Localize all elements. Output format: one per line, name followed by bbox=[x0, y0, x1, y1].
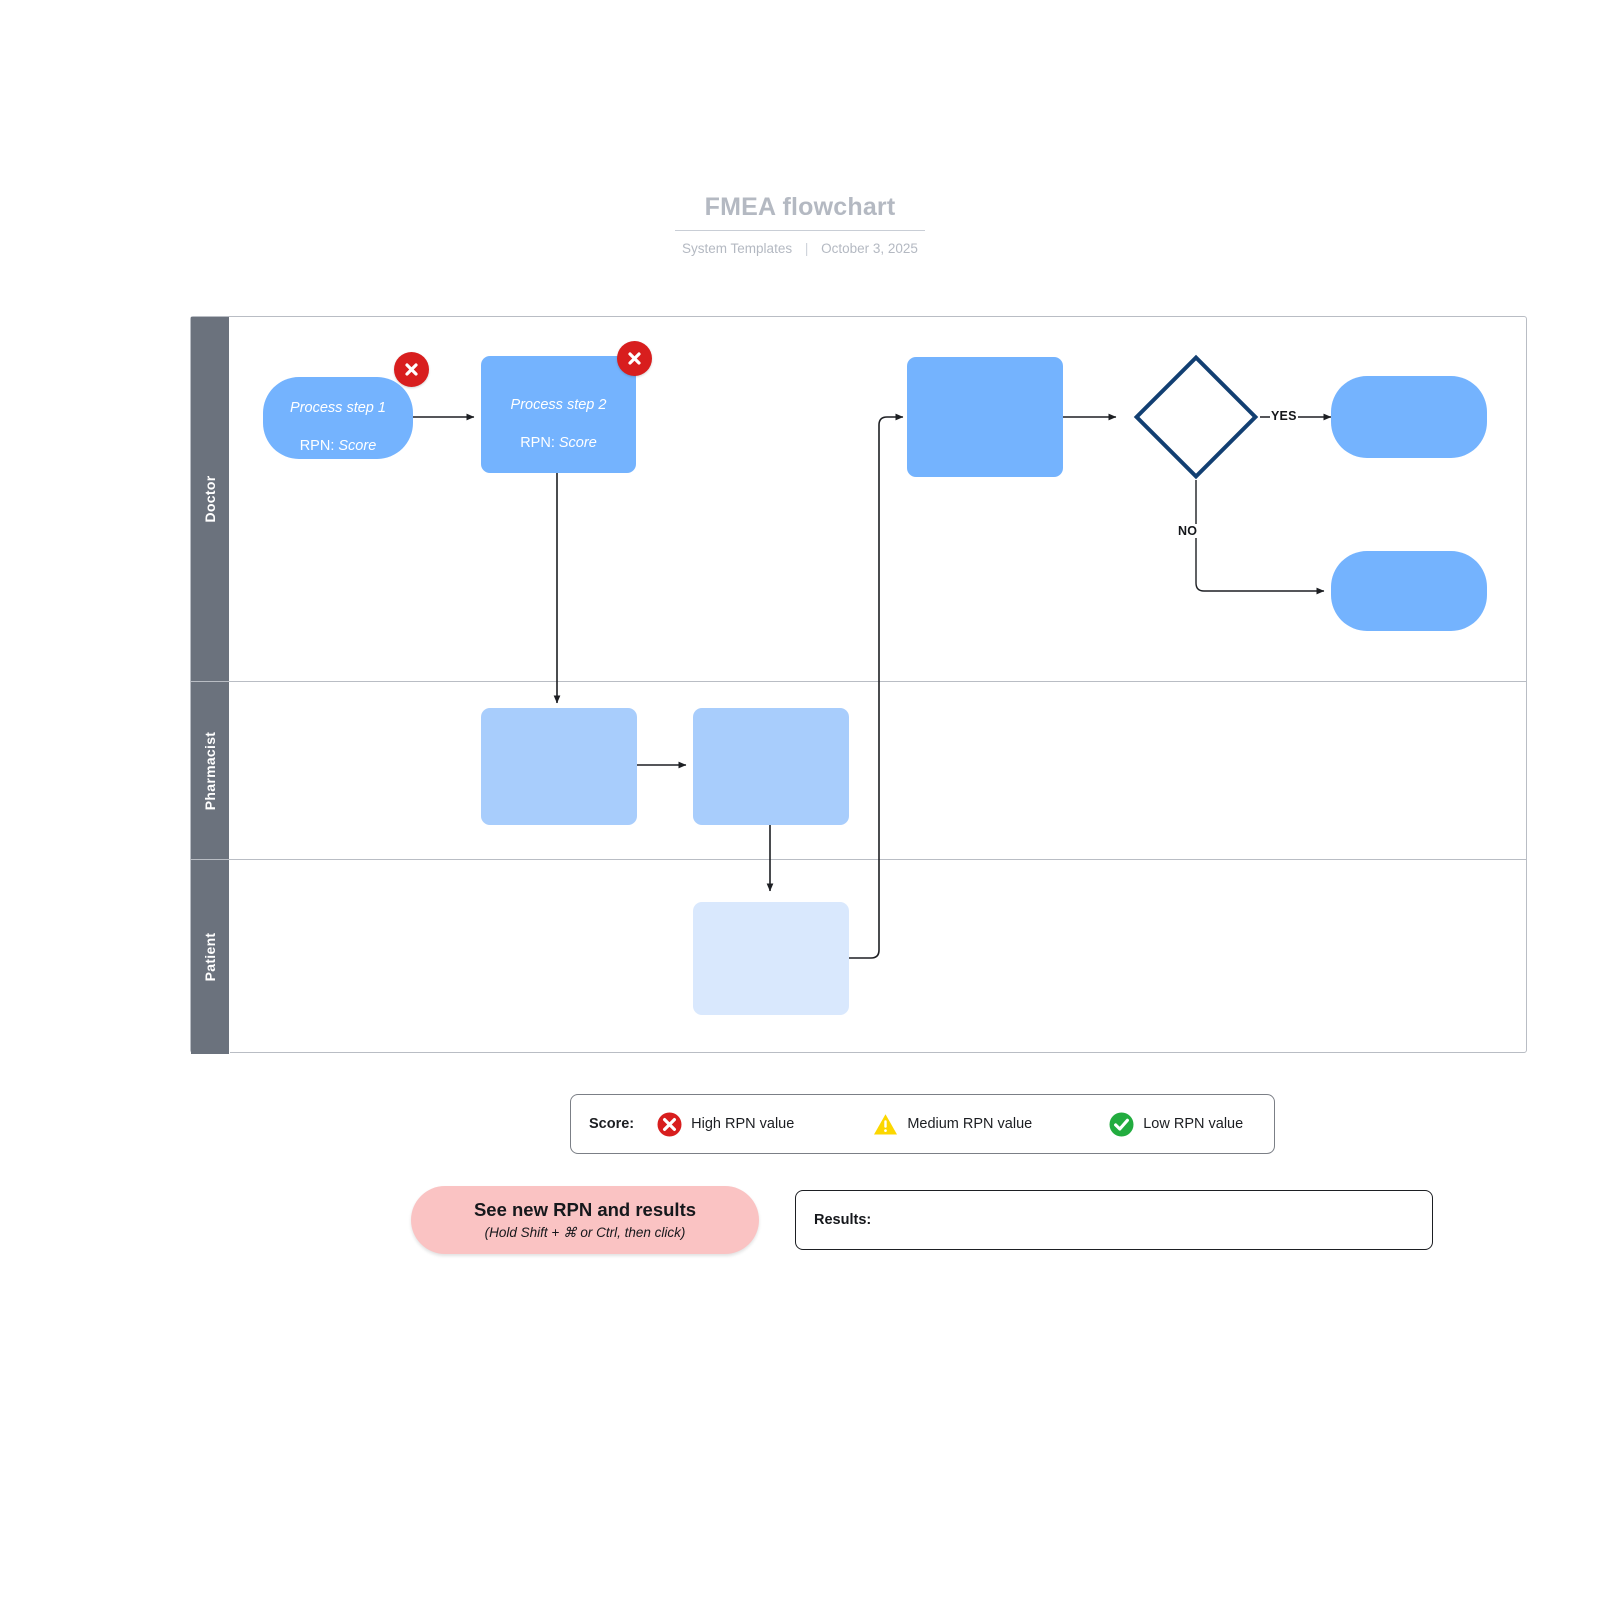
document-header: FMEA flowchart System Templates | Octobe… bbox=[0, 190, 1600, 258]
swimlane-header-patient[interactable]: Patient bbox=[191, 860, 230, 1054]
low-rpn-check-icon bbox=[1108, 1111, 1134, 1137]
swimlane-header-doctor[interactable]: Doctor bbox=[191, 317, 230, 681]
score-legend: Score: High RPN value Medium RPN value bbox=[570, 1094, 1275, 1154]
document-date: October 3, 2025 bbox=[821, 241, 918, 256]
pharmacist-step-1-node[interactable] bbox=[481, 708, 637, 825]
process-step-3-node[interactable] bbox=[907, 357, 1063, 477]
page-title: FMEA flowchart bbox=[674, 190, 926, 231]
swimlane-diagram: Doctor Pharmacist Patient bbox=[190, 316, 1527, 1054]
see-new-rpn-button-hint: (Hold Shift + ⌘ or Ctrl, then click) bbox=[484, 1225, 686, 1240]
legend-label-medium-rpn: Medium RPN value bbox=[907, 1116, 1033, 1132]
high-rpn-x-icon[interactable] bbox=[617, 341, 652, 376]
process-step-2-rpn-value: Score bbox=[558, 434, 597, 451]
legend-label-high-rpn: High RPN value bbox=[691, 1116, 795, 1132]
process-step-2-node[interactable]: Process step 2 RPN: Score bbox=[481, 356, 636, 473]
process-step-1-title: Process step 1 bbox=[290, 400, 386, 416]
meta-separator: | bbox=[804, 241, 809, 256]
swimlane-pharmacist: Pharmacist bbox=[191, 681, 1526, 859]
swimlane-doctor: Doctor bbox=[191, 317, 1526, 681]
process-step-1-node[interactable]: Process step 1 RPN: Score bbox=[263, 377, 413, 459]
document-meta: System Templates | October 3, 2025 bbox=[0, 240, 1600, 258]
process-step-1-label: Process step 1 RPN: Score bbox=[290, 380, 386, 456]
document-author: System Templates bbox=[682, 241, 793, 256]
medium-rpn-warning-icon bbox=[872, 1111, 898, 1137]
swimlane-body-pharmacist bbox=[230, 682, 1526, 859]
see-new-rpn-button-title: See new RPN and results bbox=[473, 1199, 697, 1220]
edge-label-no: NO bbox=[1177, 524, 1199, 538]
results-label: Results: bbox=[814, 1212, 872, 1228]
swimlane-label-doctor: Doctor bbox=[202, 475, 218, 523]
swimlane-label-patient: Patient bbox=[202, 932, 218, 982]
legend-label-low-rpn: Low RPN value bbox=[1143, 1116, 1244, 1132]
edge-label-yes: YES bbox=[1270, 409, 1298, 423]
legend-item-low-rpn: Low RPN value bbox=[1108, 1111, 1243, 1137]
terminal-no-node[interactable] bbox=[1331, 551, 1487, 631]
process-step-1-rpn-prefix: RPN: bbox=[299, 438, 339, 454]
pharmacist-step-2-node[interactable] bbox=[693, 708, 849, 825]
legend-item-high-rpn: High RPN value bbox=[656, 1111, 794, 1137]
legend-title: Score: bbox=[589, 1116, 635, 1132]
see-new-rpn-button[interactable]: See new RPN and results (Hold Shift + ⌘ … bbox=[411, 1186, 759, 1254]
swimlane-header-pharmacist[interactable]: Pharmacist bbox=[191, 682, 230, 859]
results-panel[interactable]: Results: bbox=[795, 1190, 1433, 1250]
process-step-2-label: Process step 2 RPN: Score bbox=[511, 377, 607, 453]
terminal-yes-node[interactable] bbox=[1331, 376, 1487, 458]
swimlane-body-patient bbox=[230, 860, 1526, 1054]
process-step-2-rpn-prefix: RPN: bbox=[520, 434, 559, 451]
patient-step-1-node[interactable] bbox=[693, 902, 849, 1015]
process-step-2-title: Process step 2 bbox=[510, 396, 607, 413]
high-rpn-x-icon bbox=[656, 1111, 682, 1137]
process-step-1-rpn-value: Score bbox=[338, 438, 377, 454]
high-rpn-x-icon[interactable] bbox=[394, 352, 429, 387]
legend-item-medium-rpn: Medium RPN value bbox=[872, 1111, 1032, 1137]
swimlane-label-pharmacist: Pharmacist bbox=[202, 731, 218, 810]
swimlane-patient: Patient bbox=[191, 859, 1526, 1054]
